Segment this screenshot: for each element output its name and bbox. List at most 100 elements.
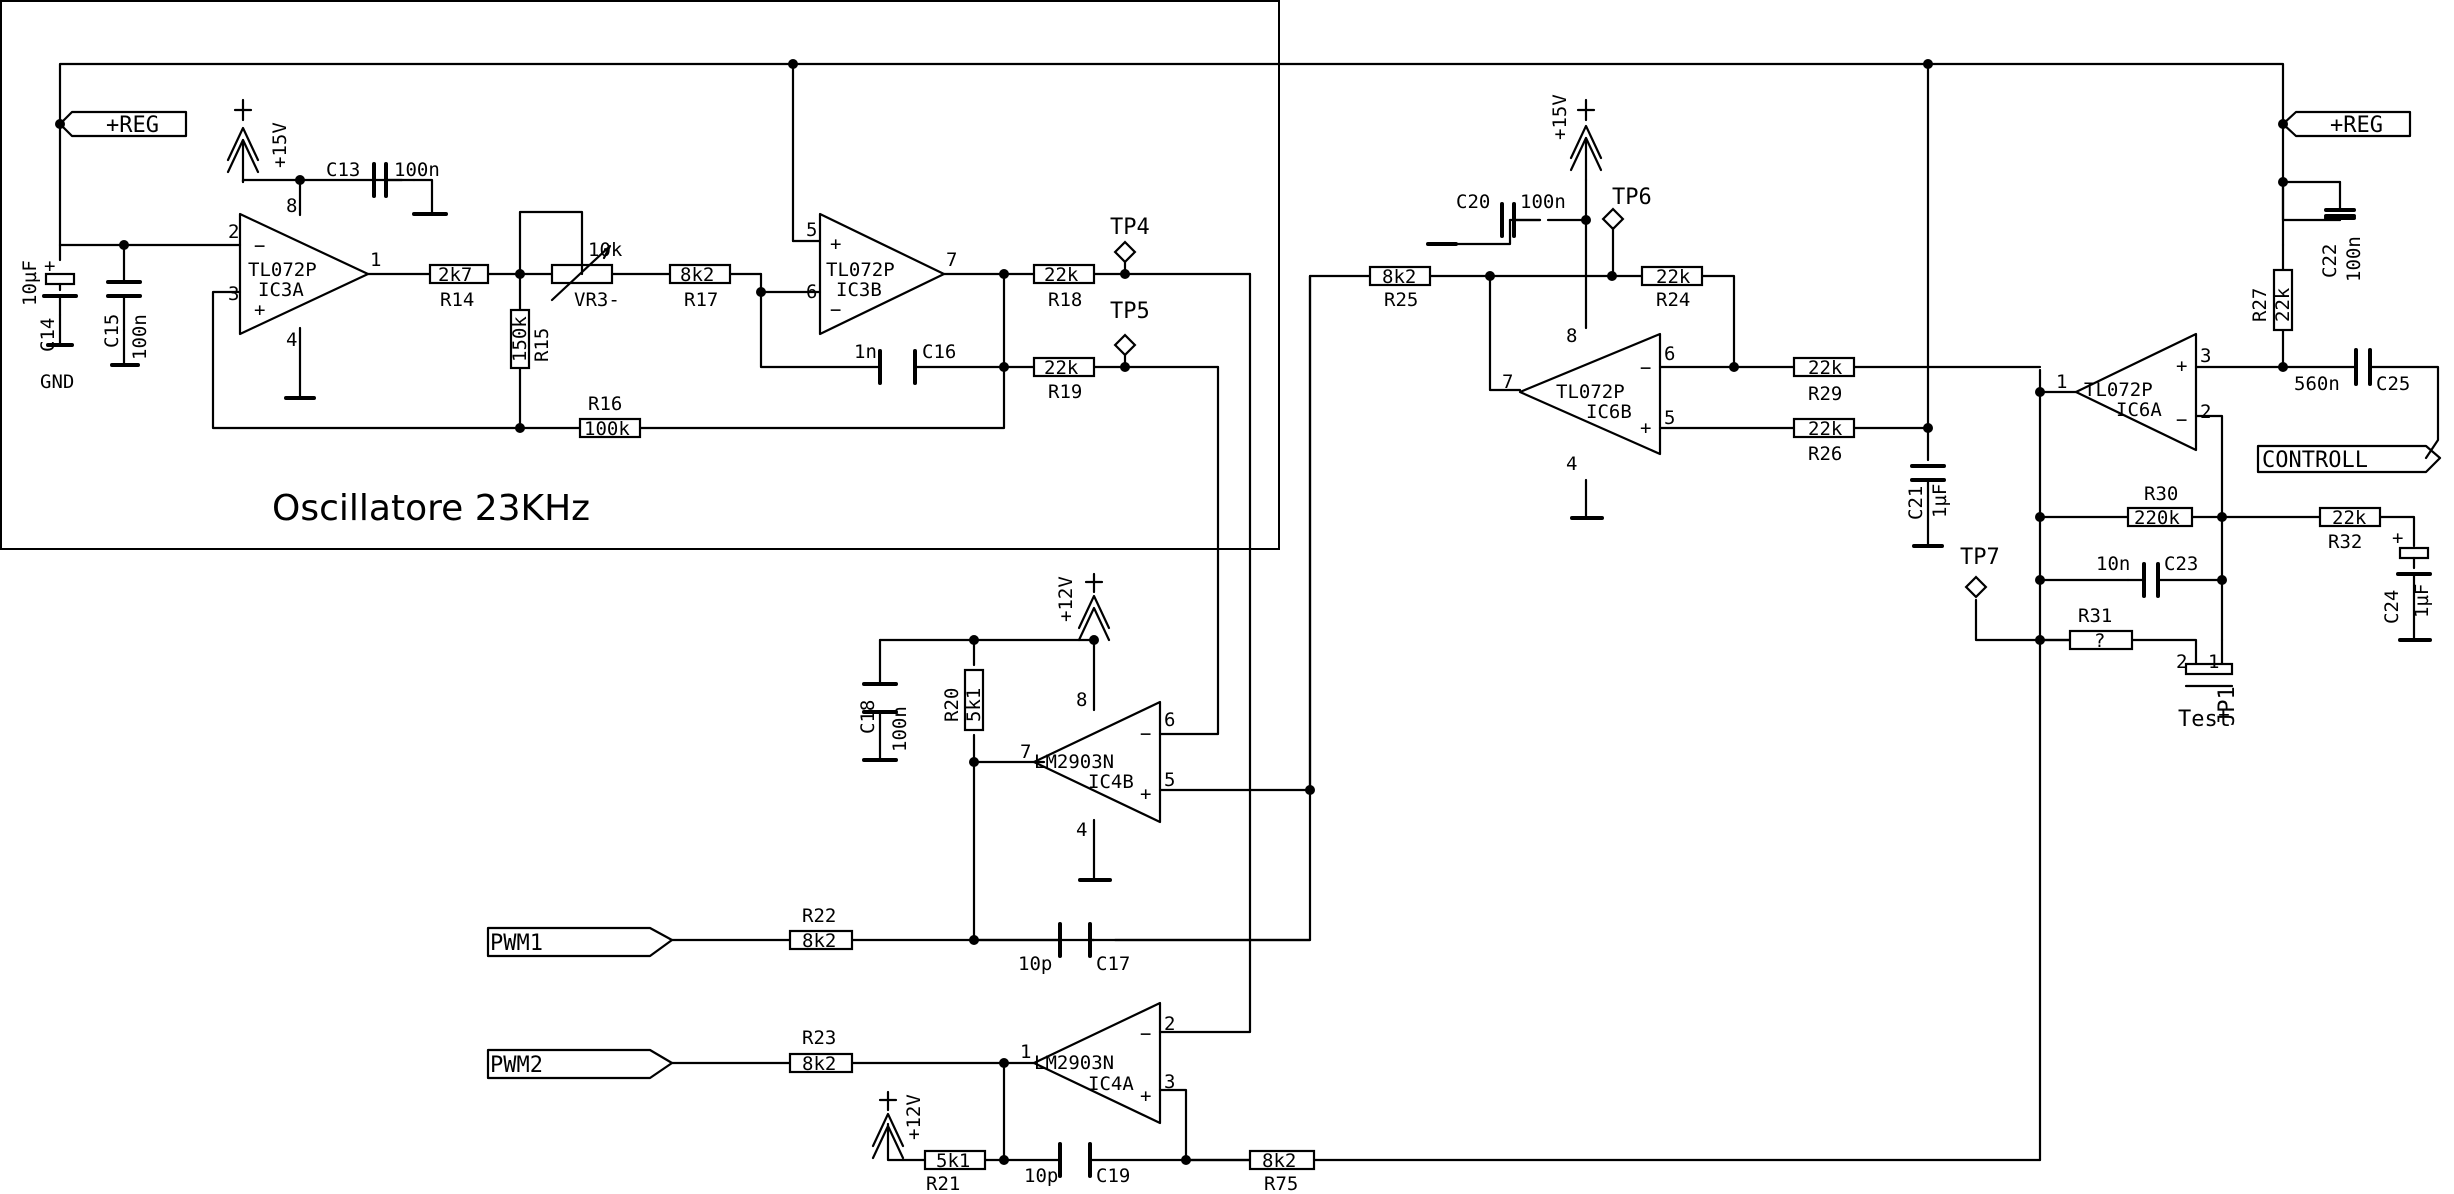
junctions <box>55 59 2288 1165</box>
svg-text:R31: R31 <box>2078 605 2112 627</box>
svg-text:220k: 220k <box>2134 507 2180 529</box>
svg-text:2: 2 <box>1164 1013 1175 1035</box>
svg-text:R15: R15 <box>531 328 553 362</box>
svg-text:10p: 10p <box>1024 1165 1058 1187</box>
svg-text:C14: C14 <box>37 318 59 352</box>
capacitor-c19: 10p C19 <box>1024 1142 1130 1187</box>
svg-text:R16: R16 <box>588 393 622 415</box>
svg-text:100n: 100n <box>1520 191 1566 213</box>
svg-text:LM2903N: LM2903N <box>1034 1052 1114 1074</box>
svg-text:R26: R26 <box>1808 443 1842 465</box>
svg-text:IC3B: IC3B <box>836 279 882 301</box>
svg-text:C22: C22 <box>2319 244 2341 278</box>
svg-text:100n: 100n <box>889 706 911 752</box>
capacitor-c15: C15 100n <box>101 280 151 360</box>
svg-text:1: 1 <box>2208 651 2219 673</box>
svg-text:7: 7 <box>1502 371 1513 393</box>
svg-text:IC4B: IC4B <box>1088 771 1134 793</box>
svg-text:10n: 10n <box>2096 553 2130 575</box>
svg-text:5: 5 <box>1164 769 1175 791</box>
oscillator-frame <box>0 0 1280 550</box>
svg-text:VR3-: VR3- <box>574 289 620 311</box>
gnd-symbols: GND <box>40 212 2432 882</box>
svg-text:+12V: +12V <box>903 1094 925 1140</box>
resistor-r29: 22k R29 <box>1792 356 1856 405</box>
svg-text:R19: R19 <box>1048 381 1082 403</box>
svg-text:8: 8 <box>1076 689 1087 711</box>
svg-text:Test: Test <box>2178 707 2231 732</box>
svg-text:C20: C20 <box>1456 191 1490 213</box>
power-12v-b: +12V <box>871 1090 925 1160</box>
svg-text:2: 2 <box>228 221 239 243</box>
resistor-r17: 8k2 R17 <box>668 263 732 311</box>
capacitor-c14: + 10µF C14 <box>19 255 78 352</box>
svg-text:TP5: TP5 <box>1110 299 1150 324</box>
svg-text:5: 5 <box>1664 407 1675 429</box>
svg-text:−: − <box>1640 357 1651 379</box>
svg-text:1µF: 1µF <box>2411 584 2433 618</box>
svg-text:8: 8 <box>286 195 297 217</box>
svg-text:C23: C23 <box>2164 553 2198 575</box>
svg-text:R30: R30 <box>2144 483 2178 505</box>
capacitor-c16: 1n C16 <box>854 341 956 385</box>
capacitor-c13: C13 100n <box>326 159 440 198</box>
svg-text:+: + <box>830 233 841 255</box>
capacitor-c25: 560n C25 <box>2294 348 2410 395</box>
capacitor-c24: + C24 1µF <box>2381 527 2433 624</box>
svg-text:−: − <box>254 235 265 257</box>
svg-text:2: 2 <box>2200 401 2211 423</box>
svg-text:TL072P: TL072P <box>2084 379 2153 401</box>
svg-text:8k2: 8k2 <box>1382 266 1416 288</box>
svg-text:3: 3 <box>1164 1071 1175 1093</box>
svg-text:JP1: JP1 <box>2215 686 2240 726</box>
svg-text:C15: C15 <box>101 314 123 348</box>
capacitor-c17: 10p C17 <box>972 922 1312 975</box>
svg-text:C19: C19 <box>1096 1165 1130 1187</box>
svg-text:−: − <box>830 299 841 321</box>
svg-text:C21: C21 <box>1905 486 1927 520</box>
svg-text:R14: R14 <box>440 289 474 311</box>
svg-text:C16: C16 <box>922 341 956 363</box>
svg-text:1: 1 <box>1020 1041 1031 1063</box>
svg-text:+12V: +12V <box>1055 576 1077 622</box>
comparator-ic4a: LM2903N IC4A − + 2 3 1 <box>1020 1001 1175 1125</box>
jumper-jp1: 2 1 JP1 Test <box>2176 651 2240 732</box>
svg-text:+: + <box>44 255 55 277</box>
svg-text:7: 7 <box>1020 741 1031 763</box>
svg-text:5k1: 5k1 <box>936 1150 970 1172</box>
resistor-r18: 22k R18 <box>1032 263 1096 311</box>
resistor-r15: 150k R15 <box>509 308 553 370</box>
svg-text:22k: 22k <box>2332 507 2367 529</box>
power-15v-b: +15V <box>1549 94 1603 182</box>
power-15v-a: +15V <box>226 98 291 184</box>
svg-text:100n: 100n <box>394 159 440 181</box>
svg-text:C17: C17 <box>1096 953 1130 975</box>
svg-text:10µF: 10µF <box>19 260 41 306</box>
svg-text:R17: R17 <box>684 289 718 311</box>
svg-text:R24: R24 <box>1656 289 1690 311</box>
svg-text:+: + <box>1640 417 1651 439</box>
resistor-r32: 22k R32 <box>2318 506 2382 553</box>
svg-text:R32: R32 <box>2328 531 2362 553</box>
resistor-r22: 8k2 R22 <box>788 905 854 952</box>
capacitor-c20: C20 100n <box>1456 191 1566 238</box>
resistor-r30: 220k R30 <box>2126 483 2194 529</box>
svg-text:4: 4 <box>1566 453 1577 475</box>
svg-text:3: 3 <box>228 283 239 305</box>
svg-text:R75: R75 <box>1264 1173 1298 1194</box>
svg-text:−: − <box>2176 409 2187 431</box>
svg-text:TP6: TP6 <box>1612 185 1652 210</box>
svg-text:C13: C13 <box>326 159 360 181</box>
svg-text:5: 5 <box>806 219 817 241</box>
svg-text:8k2: 8k2 <box>1262 1150 1296 1172</box>
svg-text:560n: 560n <box>2294 373 2340 395</box>
resistor-r27: 22k R27 <box>2249 268 2294 332</box>
svg-text:R23: R23 <box>802 1027 836 1049</box>
svg-text:TP7: TP7 <box>1960 545 2000 570</box>
resistor-r25: 8k2 R25 <box>1368 265 1432 311</box>
svg-text:+15V: +15V <box>269 122 291 168</box>
svg-text:+: + <box>254 299 265 321</box>
svg-text:R29: R29 <box>1808 383 1842 405</box>
svg-text:R18: R18 <box>1048 289 1082 311</box>
